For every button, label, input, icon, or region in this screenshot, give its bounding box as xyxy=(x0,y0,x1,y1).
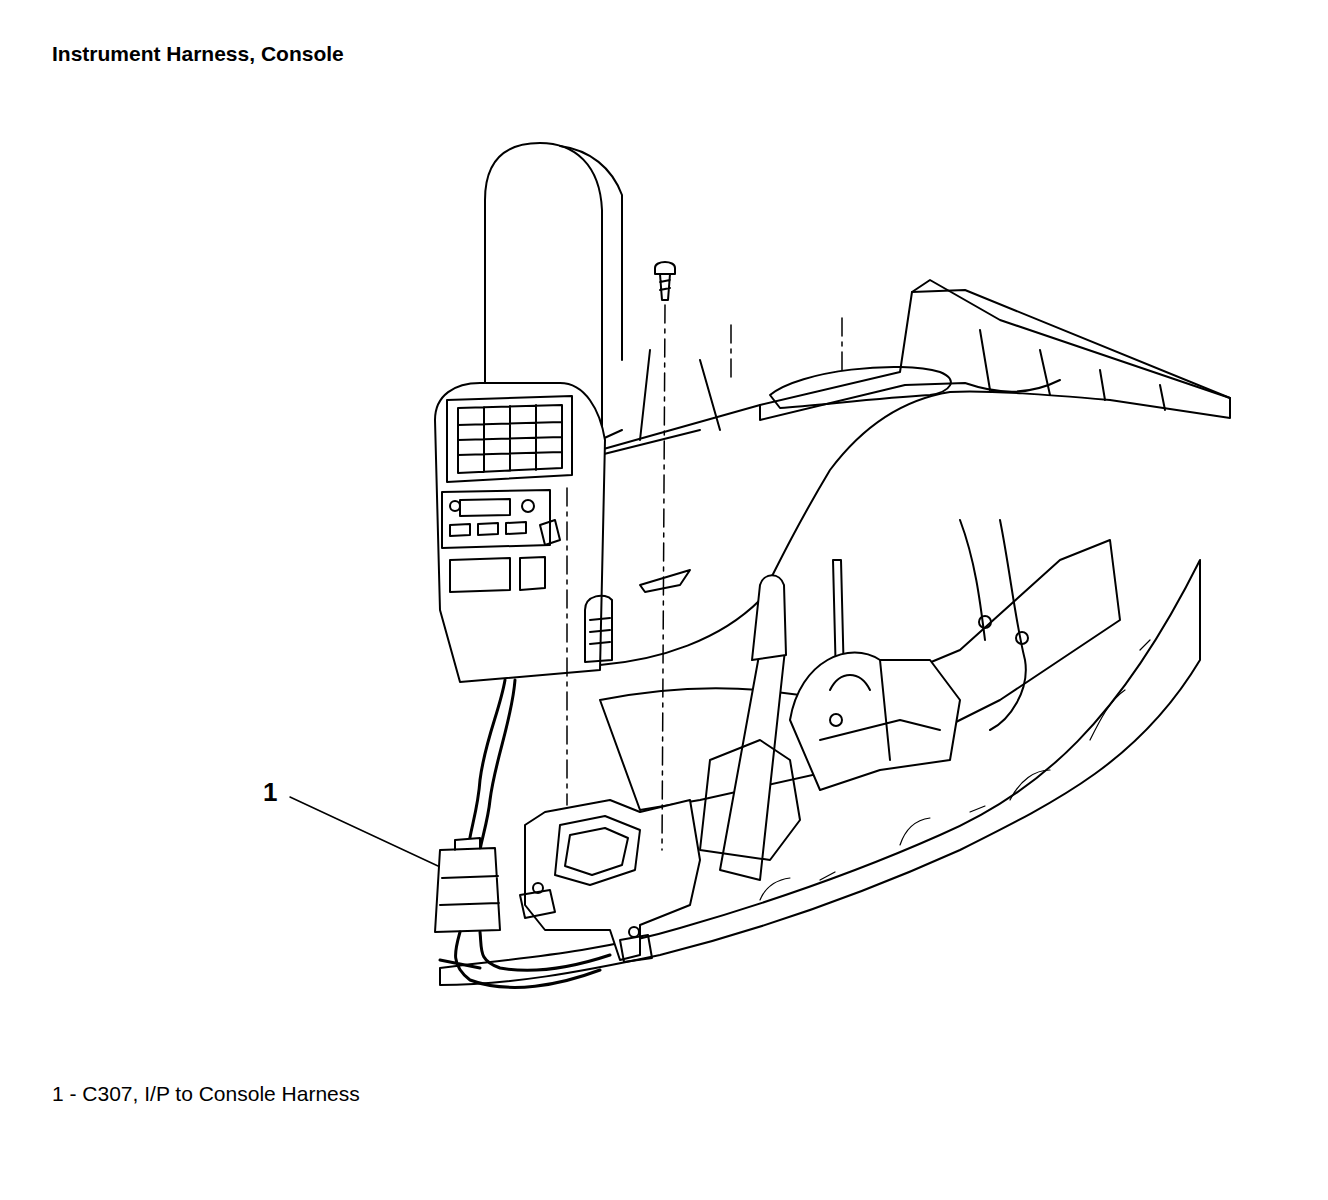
diagram-title: Instrument Harness, Console xyxy=(52,42,344,66)
brake-bracket xyxy=(700,740,800,860)
mount-nut xyxy=(629,927,639,937)
console-rib xyxy=(640,330,1165,440)
alignment-line xyxy=(567,305,842,850)
side-grille xyxy=(585,596,612,662)
mount-nut xyxy=(533,883,543,893)
shifter-housing xyxy=(790,653,960,791)
cupholder xyxy=(770,367,951,408)
mount-bracket xyxy=(525,800,700,960)
control-knob xyxy=(522,500,534,512)
harness-wire xyxy=(440,932,610,987)
console-body xyxy=(600,290,1230,665)
console-top-edge xyxy=(600,280,1230,455)
leader-line xyxy=(290,797,438,866)
cable xyxy=(960,520,1026,730)
callout-number: 1 xyxy=(263,778,277,808)
harness-connector xyxy=(435,838,500,932)
bracket-foot xyxy=(520,890,652,962)
control-knob xyxy=(450,501,460,511)
floor-base xyxy=(600,540,1120,810)
console-drawing xyxy=(290,143,1230,987)
shifter-detail xyxy=(820,660,940,760)
figure-caption: 1 - C307, I/P to Console Harness xyxy=(52,1082,360,1106)
parking-brake-handle xyxy=(752,575,786,660)
rear-vent xyxy=(447,396,572,482)
clip-slot xyxy=(540,520,690,592)
control-panel xyxy=(442,490,550,548)
cable-nut xyxy=(979,616,991,628)
cable-nut xyxy=(1016,632,1028,644)
console-rear-face xyxy=(435,383,605,682)
screw xyxy=(655,262,675,300)
harness-wire xyxy=(480,680,515,850)
parking-brake-lever xyxy=(720,642,785,880)
shifter-nut xyxy=(830,714,842,726)
bracket-window xyxy=(555,816,640,885)
lower-outlets xyxy=(450,557,545,592)
